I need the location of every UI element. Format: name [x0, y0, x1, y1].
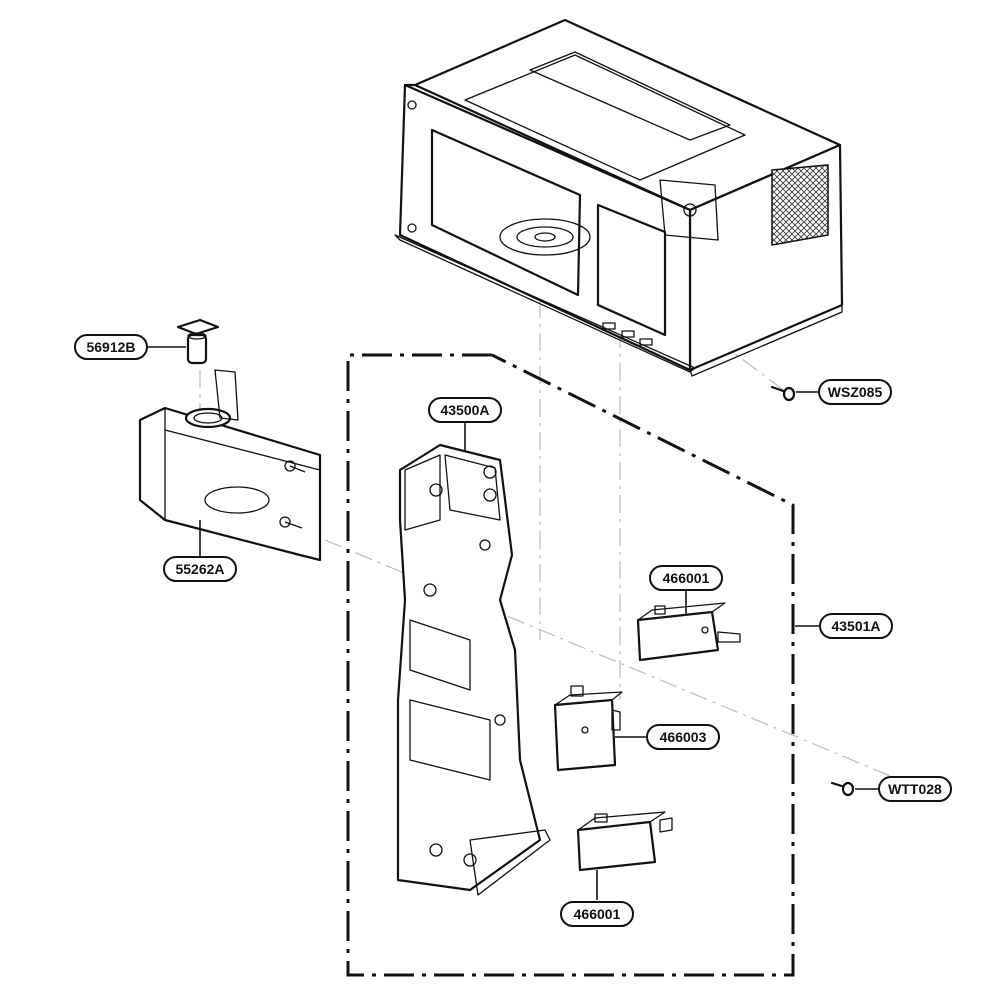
leader-lines	[145, 346, 879, 900]
tag-56912B-text: 56912B	[86, 339, 135, 355]
tag-466001-bottom-text: 466001	[574, 906, 621, 922]
part-43500A-latch-board	[396, 443, 551, 896]
part-56912B-bushing	[176, 318, 220, 365]
tag-55262A: 55262A	[163, 556, 237, 582]
tag-43501A: 43501A	[819, 613, 893, 639]
tag-43501A-text: 43501A	[831, 618, 880, 634]
tag-466001-top-text: 466001	[663, 570, 710, 586]
part-55262A-holder	[138, 369, 322, 562]
tag-43500A: 43500A	[428, 397, 502, 423]
tag-466001-top: 466001	[649, 565, 723, 591]
tag-WSZ085-text: WSZ085	[828, 384, 883, 400]
part-466001-top-switch	[636, 602, 741, 662]
assembly-boundary-43501A	[346, 353, 795, 977]
tag-56912B: 56912B	[74, 334, 148, 360]
part-WTT028-screw	[830, 781, 855, 797]
part-466001-bottom-switch	[576, 811, 673, 872]
tag-WTT028: WTT028	[878, 776, 952, 802]
microwave-cavity-chassis	[394, 18, 844, 377]
part-466003-switch	[553, 685, 623, 772]
tag-466003-text: 466003	[660, 729, 707, 745]
tag-WTT028-text: WTT028	[888, 781, 942, 797]
part-WSZ085-screw	[770, 385, 796, 402]
tag-WSZ085: WSZ085	[818, 379, 892, 405]
tag-55262A-text: 55262A	[175, 561, 224, 577]
tag-43500A-text: 43500A	[440, 402, 489, 418]
tag-466001-bottom: 466001	[560, 901, 634, 927]
tag-466003: 466003	[646, 724, 720, 750]
